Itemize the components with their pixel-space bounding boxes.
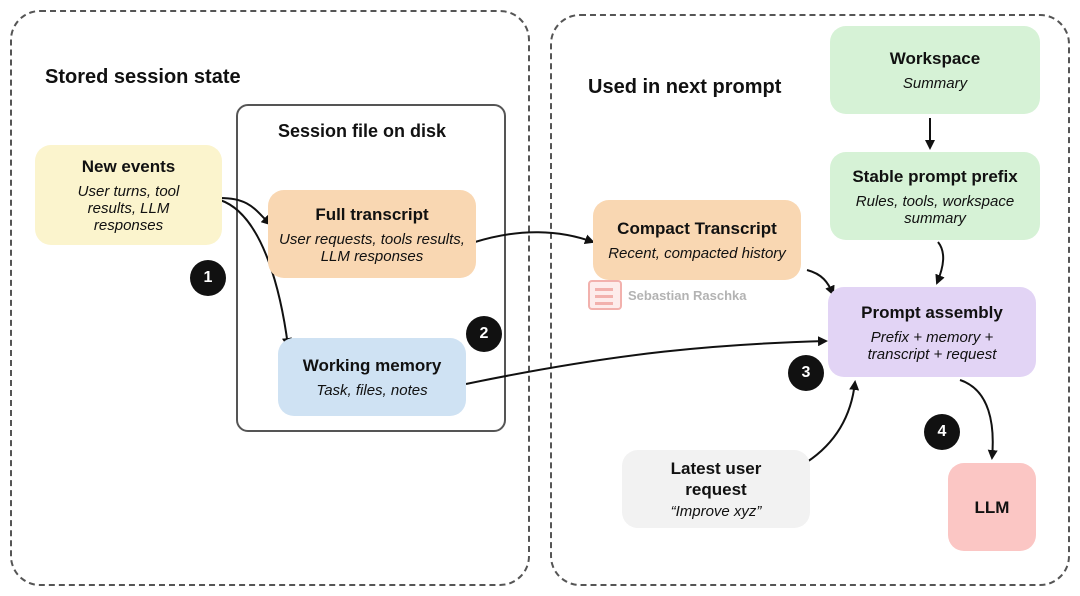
book-logo-icon [588, 280, 622, 310]
session-file-title: Session file on disk [278, 121, 447, 141]
working-memory-subtitle: Task, files, notes [316, 382, 428, 399]
session-file-box [236, 104, 506, 432]
stable-prefix-title: Stable prompt prefix [852, 166, 1018, 186]
llm-node: LLM [948, 463, 1036, 551]
step-badge-4: 4 [924, 414, 960, 450]
watermark-text: Sebastian Raschka [628, 287, 747, 303]
arrow-assembly-to-llm [959, 379, 998, 460]
step-badge-2: 2 [466, 316, 502, 352]
working-memory-node: Working memory Task, files, notes [278, 338, 466, 416]
next-prompt-panel [550, 14, 1070, 586]
full-transcript-title: Full transcript [315, 204, 429, 224]
full-transcript-subtitle: User requests, tools results, LLM respon… [279, 230, 465, 265]
stored-session-title: Stored session state [45, 66, 241, 88]
step-badge-1: 1 [190, 260, 226, 296]
compact-transcript-subtitle: Recent, compacted history [608, 245, 786, 262]
new-events-subtitle: User turns, tool results, LLM responses [77, 183, 180, 234]
author-watermark: Sebastian Raschka [588, 280, 747, 310]
prompt-assembly-subtitle: Prefix + memory + transcript + request [867, 328, 997, 363]
latest-request-title: Latest user request [670, 459, 762, 499]
step-badge-3: 3 [788, 355, 824, 391]
stable-prefix-subtitle: Rules, tools, workspace summary [855, 192, 1015, 227]
workspace-subtitle: Summary [902, 75, 968, 92]
new-events-node: New events User turns, tool results, LLM… [35, 145, 222, 245]
prompt-assembly-node: Prompt assembly Prefix + memory + transc… [828, 287, 1036, 377]
compact-transcript-node: Compact Transcript Recent, compacted his… [593, 200, 801, 280]
arrow-full-to-compact-transcript [474, 231, 595, 244]
llm-title: LLM [974, 497, 1010, 517]
latest-request-subtitle: “Improve xyz” [670, 503, 762, 520]
working-memory-title: Working memory [302, 356, 442, 375]
full-transcript-node: Full transcript User requests, tools res… [268, 190, 476, 278]
latest-request-node: Latest user request “Improve xyz” [622, 450, 810, 528]
new-events-title: New events [81, 157, 176, 176]
compact-transcript-title: Compact Transcript [617, 219, 777, 238]
arrow-working-memory-to-assembly [465, 336, 828, 385]
stable-prefix-node: Stable prompt prefix Rules, tools, works… [830, 152, 1040, 240]
arrow-compact-to-assembly [806, 269, 835, 296]
stored-session-panel [10, 10, 530, 586]
arrow-prefix-to-assembly [935, 241, 945, 285]
arrow-events-to-full-transcript [219, 197, 272, 226]
next-prompt-title: Used in next prompt [588, 76, 782, 98]
workspace-title: Workspace [889, 49, 981, 68]
workspace-node: Workspace Summary [830, 26, 1040, 114]
prompt-assembly-title: Prompt assembly [861, 302, 1003, 322]
arrow-request-to-assembly [806, 380, 860, 463]
